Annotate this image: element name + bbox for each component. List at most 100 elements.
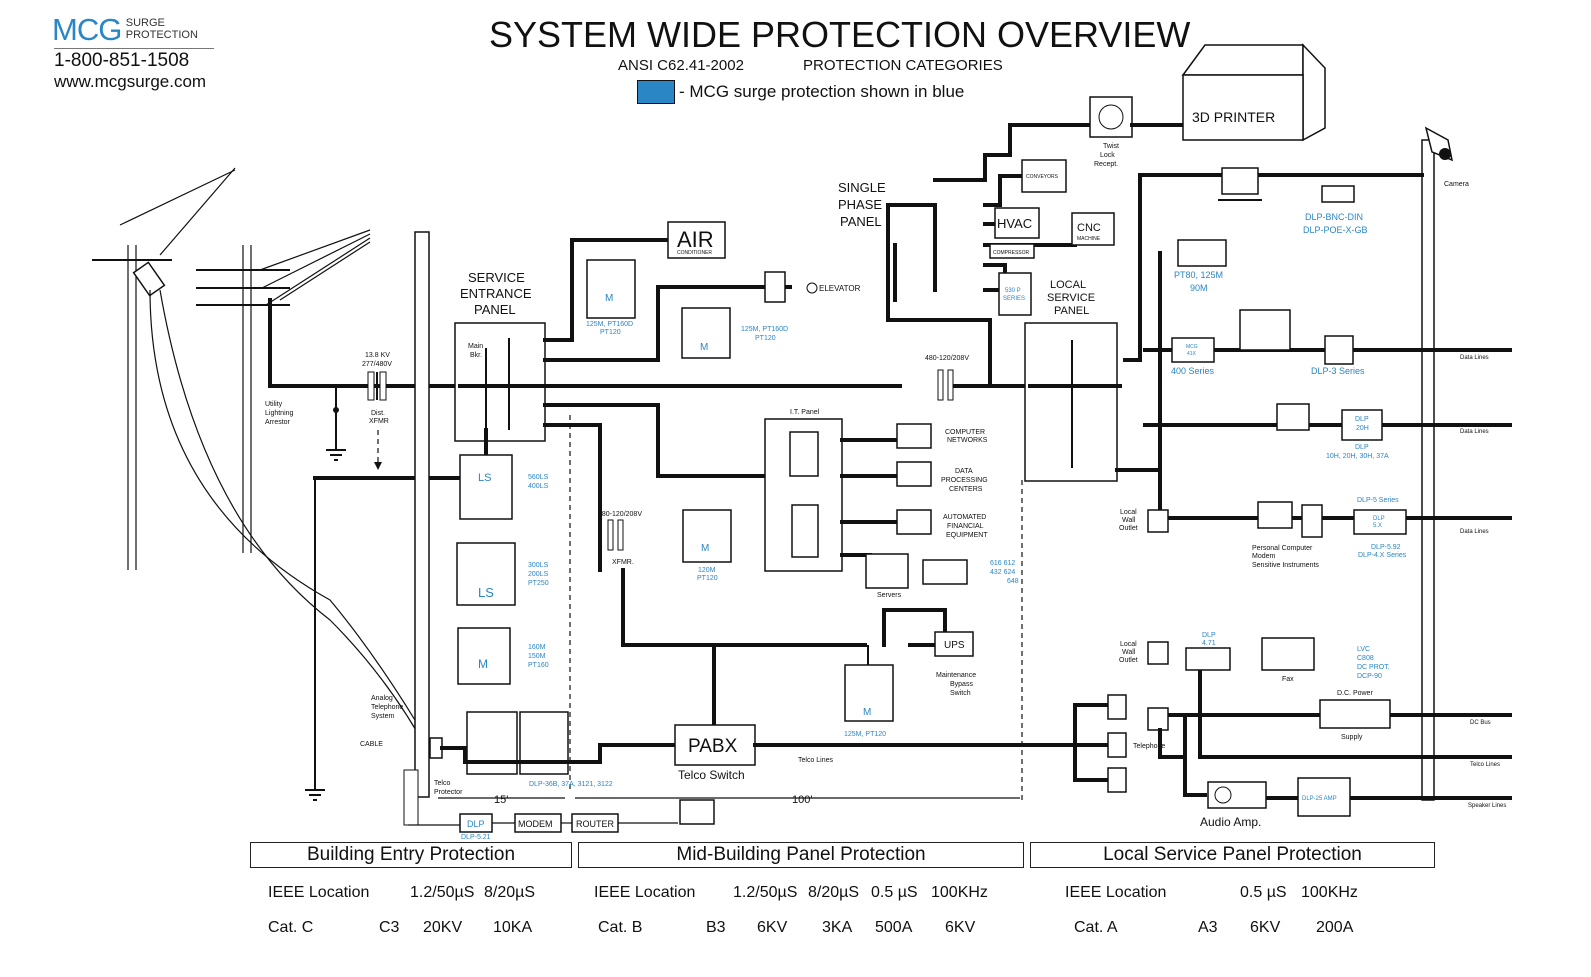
v480-top: 480-120/208V [925, 355, 969, 362]
ls-1: LS [478, 472, 491, 484]
m125-2-a: 125M, PT160D [741, 326, 788, 333]
cat-a-class: A3 [1198, 919, 1218, 936]
supply-label: Supply [1341, 734, 1363, 741]
pc-modem-2: Modem [1252, 553, 1276, 560]
dist-100: 100' [792, 794, 812, 806]
cat-c-location: IEEE Location [268, 884, 370, 901]
ls560-2: 400LS [528, 483, 549, 490]
cnc-machine-label: MACHINE [1077, 236, 1101, 242]
maintenance-2: Bypass [950, 681, 973, 688]
logo-line1: SURGE [125, 17, 165, 29]
data-lines-3: Data Lines [1460, 529, 1489, 535]
cat-b-wave1: 1.2/50µS [733, 884, 798, 901]
mcg41-2: 41X [1187, 351, 1197, 357]
data-lines [1143, 348, 1512, 800]
dlp20h-1: DLP [1355, 444, 1369, 451]
dlp5-label: DLP-5 Series [1357, 497, 1399, 504]
service-entrance-2: ENTRANCE [460, 286, 532, 301]
air-label: AIR [677, 227, 714, 252]
local-service-panel [1024, 322, 1162, 520]
telco-lines-right: Telco Lines [1470, 762, 1500, 768]
phone-number[interactable]: 1-800-851-1508 [54, 50, 190, 71]
computer-networks-1: COMPUTER [945, 429, 985, 436]
ls300-3: PT250 [528, 580, 549, 587]
cat-b-kv: 6KV [757, 919, 788, 936]
server-models-2: 432 624 [990, 569, 1015, 576]
cat-b-ka: 3KA [822, 919, 853, 936]
category-building-entry: Building Entry Protection [250, 842, 572, 868]
cat-c-kv: 20KV [423, 919, 463, 936]
ups-label: UPS [944, 640, 965, 651]
series530-2: SERIES [1003, 296, 1025, 302]
analog-tel-2: Telephone [371, 704, 403, 711]
service-entrance-3: PANEL [474, 302, 516, 317]
dist-15: 15' [494, 794, 508, 806]
cat-b-wave3: 0.5 µS [871, 884, 918, 901]
dlp36b-label: DLP-36B, 37A, 3121, 3122 [529, 781, 613, 788]
dlp471-1: DLP [1202, 632, 1216, 639]
printer-label: 3D PRINTER [1192, 109, 1275, 125]
hvac-label: HVAC [997, 216, 1032, 231]
page-title: SYSTEM WIDE PROTECTION OVERVIEW [489, 14, 1191, 55]
cat-c-class: C3 [379, 919, 400, 936]
dlp25-label: DLP-25 AMP [1302, 796, 1337, 802]
local-wall-2a: Local [1120, 641, 1137, 648]
conveyors-label: CONVEYORS [1026, 174, 1059, 180]
service-drop [268, 298, 462, 801]
dlp5-box-1: DLP [1373, 516, 1385, 522]
mcg41-1: MCG [1186, 344, 1198, 350]
ls300-2: 200LS [528, 571, 549, 578]
service-entrance-1: SERVICE [468, 270, 525, 285]
cat-b-class: B3 [706, 919, 726, 936]
speaker-lines-label: Speaker Lines [1468, 803, 1506, 809]
local-wall-1c: Outlet [1119, 525, 1138, 532]
pt80-2: 90M [1190, 283, 1208, 293]
telco-protector-1: Telco [434, 780, 450, 787]
cat-b-kv2: 6KV [945, 919, 976, 936]
server-models-1: 616 612 [990, 560, 1015, 567]
series400-label: 400 Series [1171, 366, 1215, 376]
local-wall-2b: Wall [1122, 649, 1136, 656]
audio-amp-label: Audio Amp. [1200, 815, 1261, 829]
local-panel-2: SERVICE [1047, 292, 1095, 304]
series530-1: 530 P [1005, 288, 1021, 294]
ls-2: LS [478, 585, 494, 600]
elevator-label: ELEVATOR [819, 284, 861, 293]
twist-lock-3: Recept. [1094, 161, 1118, 168]
cable-label: CABLE [360, 741, 383, 748]
telco-switch-label: Telco Switch [678, 768, 745, 782]
automated-3: EQUIPMENT [946, 532, 988, 539]
dlp521-box: DLP [467, 819, 485, 829]
maintenance-3: Switch [950, 690, 971, 697]
analog-tel-3: System [371, 713, 395, 720]
m-2: M [605, 293, 613, 304]
m125-pt120-label: 125M, PT120 [844, 731, 886, 738]
feeder-lines [484, 238, 1027, 727]
m160-2: 150M [528, 653, 546, 660]
m-1: M [478, 657, 488, 671]
m160-1: 160M [528, 644, 546, 651]
lvc-1: LVC [1357, 646, 1370, 653]
server-models-3: 648 [1007, 578, 1019, 585]
arrestor-1: Utility [265, 401, 283, 408]
dlp20h-2: 10H, 20H, 30H, 37A [1326, 453, 1389, 460]
kv-1: 13.8 KV [365, 352, 390, 359]
cnc-label: CNC [1077, 222, 1101, 234]
pc-modem-1: Personal Computer [1252, 545, 1313, 552]
arrestor-2: Lightning [265, 410, 294, 417]
logo: MCG SURGE PROTECTION [52, 12, 198, 48]
cat-a-location: IEEE Location [1065, 884, 1167, 901]
single-phase-3: PANEL [840, 214, 882, 229]
computer-networks-2: NETWORKS [947, 437, 988, 444]
it-panel [764, 418, 968, 589]
website-link[interactable]: www.mcgsurge.com [54, 72, 207, 91]
lvc-3: DC PROT. [1357, 664, 1390, 671]
cat-a-amp: 200A [1316, 919, 1354, 936]
cat-b-amp: 500A [875, 919, 913, 936]
service-entrance-panel [454, 322, 547, 442]
cat-a-kv: 6KV [1250, 919, 1281, 936]
modem-label: MODEM [518, 819, 553, 829]
dlp3-label: DLP-3 Series [1311, 366, 1365, 376]
local-wall-1b: Wall [1122, 517, 1136, 524]
